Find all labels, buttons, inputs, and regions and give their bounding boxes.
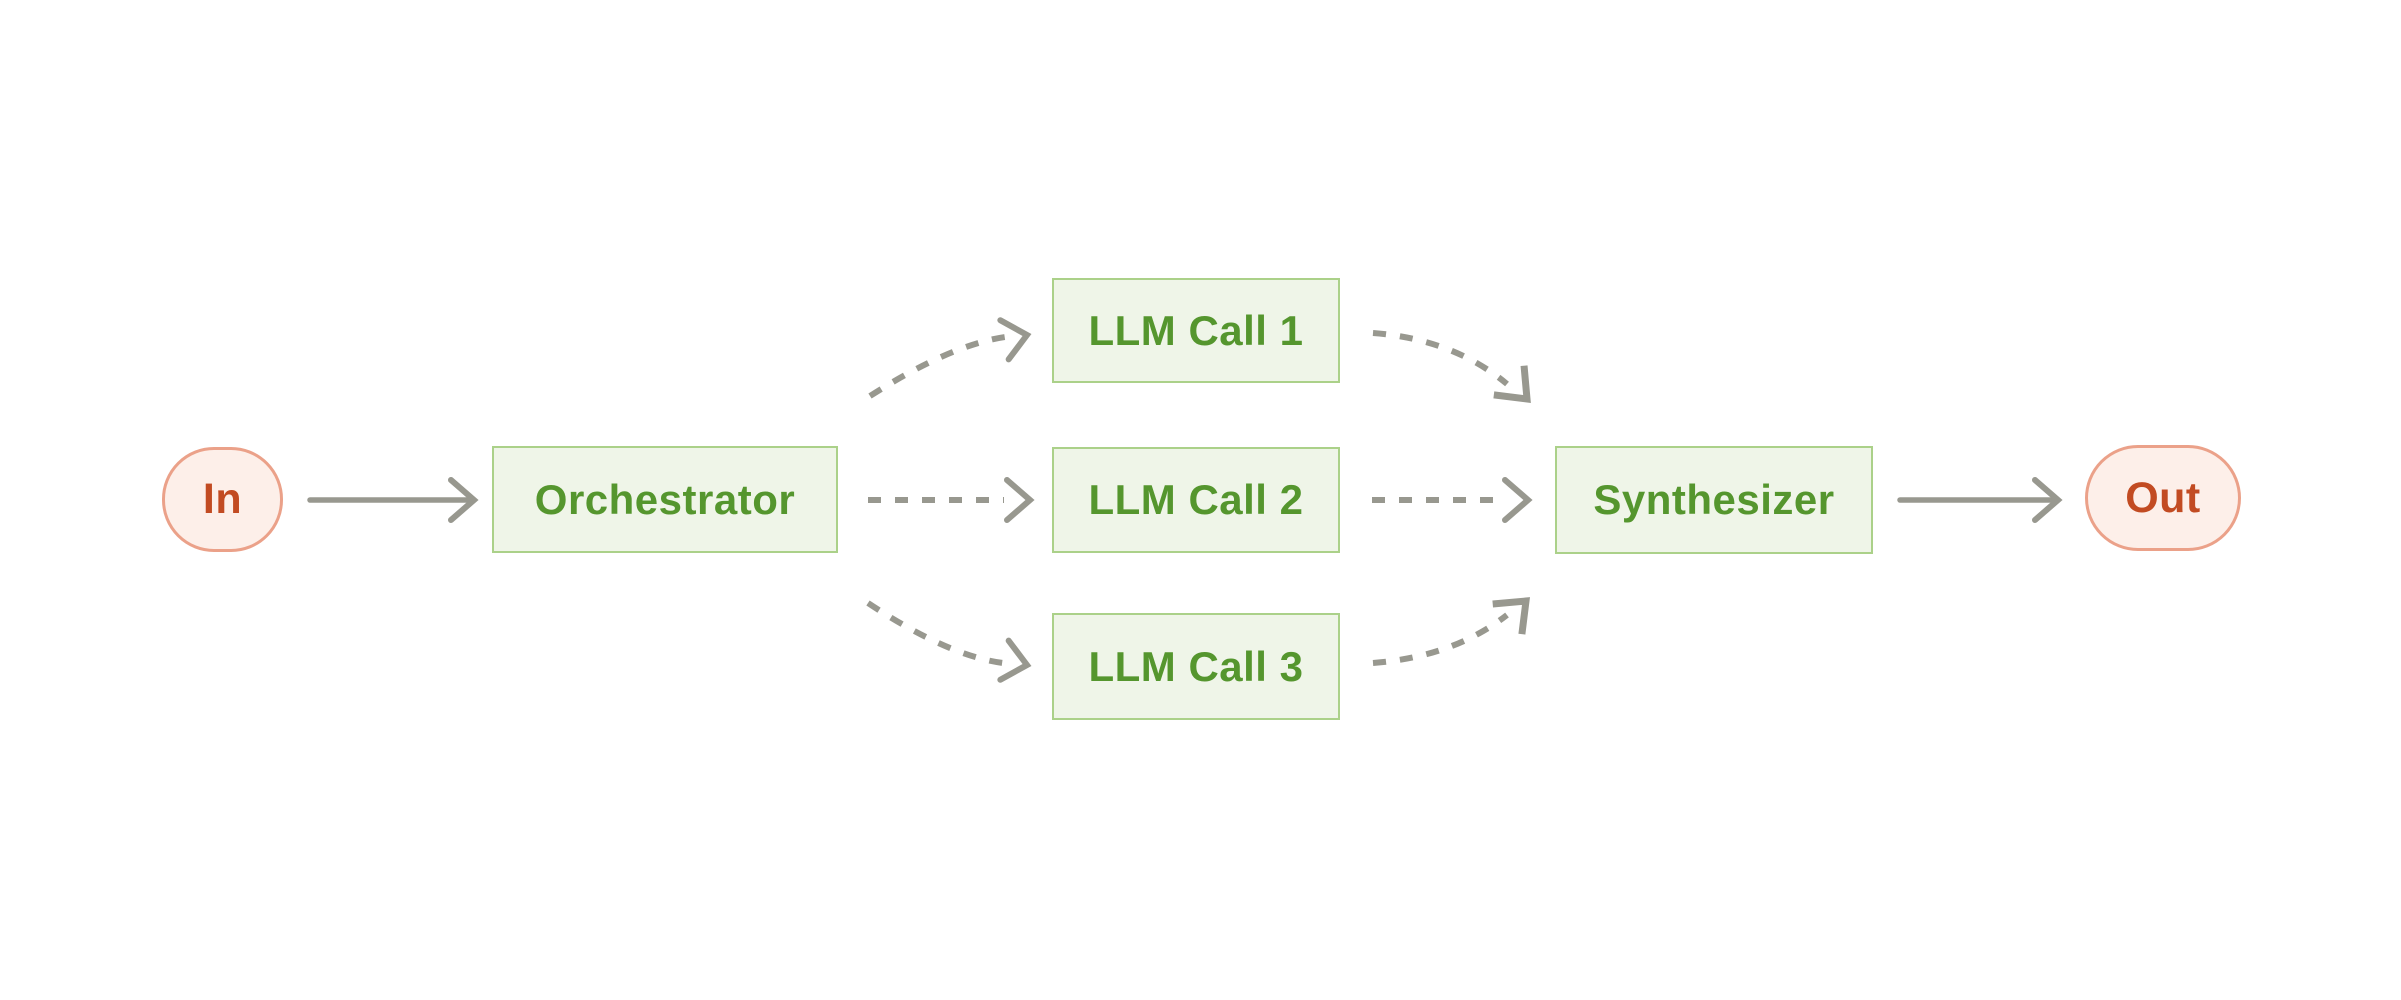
edge-llm2-to-synthesizer [1372, 477, 1533, 523]
node-llm-call-2: LLM Call 2 [1052, 447, 1340, 553]
node-synthesizer: Synthesizer [1555, 446, 1873, 554]
node-llm-call-2-label: LLM Call 2 [1088, 476, 1304, 523]
node-input-label: In [202, 475, 243, 523]
edge-in-to-orchestrator [307, 477, 479, 523]
node-orchestrator-label: Orchestrator [534, 475, 796, 523]
edge-orchestrator-to-llm3 [866, 600, 1032, 683]
node-llm-call-3: LLM Call 3 [1052, 613, 1340, 720]
node-output-label: Out [2125, 473, 2201, 522]
node-input: In [162, 447, 283, 552]
edge-orchestrator-to-llm1 [868, 317, 1032, 399]
node-llm-call-1-label: LLM Call 1 [1088, 306, 1304, 354]
edge-llm3-to-synthesizer [1372, 597, 1531, 666]
node-output: Out [2085, 445, 2241, 551]
node-synthesizer-label: Synthesizer [1593, 476, 1835, 523]
node-llm-call-3-label: LLM Call 3 [1088, 642, 1304, 690]
node-orchestrator: Orchestrator [492, 446, 838, 553]
node-llm-call-1: LLM Call 1 [1052, 278, 1340, 383]
edge-llm1-to-synthesizer [1372, 330, 1531, 404]
edge-synthesizer-to-out [1897, 477, 2063, 523]
edge-orchestrator-to-llm2 [868, 477, 1035, 523]
